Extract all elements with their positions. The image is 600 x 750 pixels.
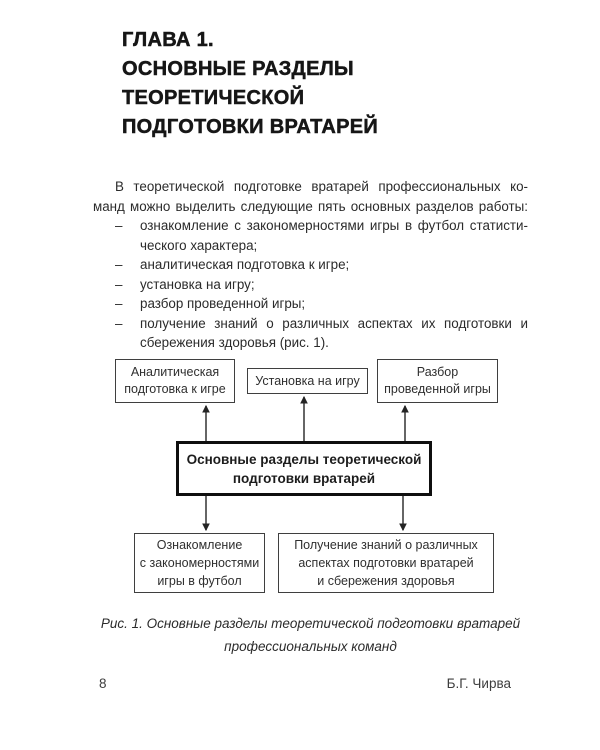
list-item-text: получение знаний о различных аспектах их…: [140, 315, 528, 351]
author-name: Б.Г. Чирва: [446, 676, 511, 691]
list-item-text: ознакомление с закономерностями игры в ф…: [140, 218, 528, 253]
list-dash-marker: –: [115, 296, 123, 311]
chapter-heading-line: ТЕОРЕТИЧЕСКОЙ: [122, 87, 305, 110]
list-item: – получение знаний о различных аспектах …: [115, 314, 528, 353]
figure-caption-line: Рис. 1. Основные разделы теоретической п…: [100, 616, 521, 631]
page-number: 8: [99, 676, 107, 691]
page-footer: 8 Б.Г. Чирва: [99, 676, 511, 691]
list-item: – разбор проведенной игры;: [115, 294, 528, 314]
figure-box-main-sections: Основные разделы теоретической подготовк…: [176, 441, 432, 496]
figure-box-game-review: Разбор проведенной игры: [377, 359, 498, 403]
intro-line: В теоретической подготовке вратарей проф…: [115, 179, 528, 194]
list-item-text: аналитическая подготовка к игре;: [140, 257, 350, 272]
figure-caption: Рис. 1. Основные разделы теоретической п…: [93, 612, 528, 658]
list-dash-marker: –: [115, 218, 123, 233]
figure-box-knowledge-health: Получение знаний о различных аспектах по…: [278, 533, 494, 593]
list-item-text: разбор проведенной игры;: [140, 296, 306, 311]
chapter-heading-line: ПОДГОТОВКИ ВРАТАРЕЙ: [122, 116, 379, 139]
list-item-text: установка на игру;: [140, 276, 255, 292]
chapter-heading: ГЛАВА 1. ОСНОВНЫЕ РАЗДЕЛЫ ТЕОРЕТИЧЕСКОЙ …: [122, 26, 378, 142]
intro-line: манд можно выделить следующие пять основ…: [93, 198, 528, 214]
list-item: – ознакомление с закономерностями игры в…: [115, 216, 528, 255]
list-dash-marker: –: [115, 257, 123, 272]
figure-box-game-patterns: Ознакомление с закономерностями игры в ф…: [134, 533, 265, 593]
figure-box-analytical-preparation: Аналитическая подготовка к игре: [115, 359, 235, 403]
body-text: В теоретической подготовке вратарей проф…: [93, 177, 528, 353]
chapter-heading-line: ГЛАВА 1.: [122, 29, 214, 52]
chapter-heading-line: ОСНОВНЫЕ РАЗДЕЛЫ: [122, 58, 354, 81]
figure-caption-line: профессиональных команд: [224, 639, 397, 654]
list-dash-marker: –: [115, 276, 123, 292]
list-item: – установка на игру;: [115, 275, 528, 295]
list-dash-marker: –: [115, 315, 123, 331]
list-item: – аналитическая подготовка к игре;: [115, 255, 528, 275]
figure-box-game-setup: Установка на игру: [247, 368, 368, 394]
